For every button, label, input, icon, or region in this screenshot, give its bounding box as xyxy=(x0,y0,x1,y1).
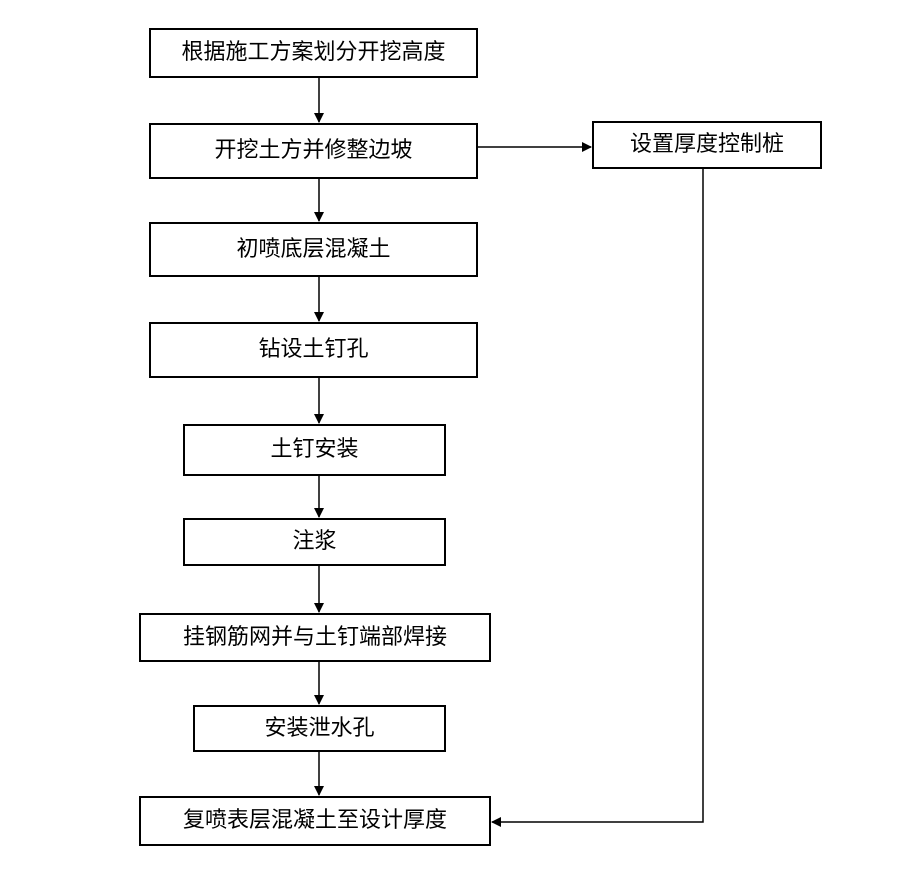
step-hang-mesh-and-weld: 挂钢筋网并与土钉端部焊接 xyxy=(139,613,491,662)
step-label: 复喷表层混凝土至设计厚度 xyxy=(182,808,447,833)
step-initial-shotcrete: 初喷底层混凝土 xyxy=(149,222,478,277)
step-label: 注浆 xyxy=(292,529,337,554)
step-label: 根据施工方案划分开挖高度 xyxy=(181,40,446,65)
step-label: 安装泄水孔 xyxy=(264,715,375,741)
step-grouting: 注浆 xyxy=(183,518,446,566)
step-label: 钻设土钉孔 xyxy=(258,337,369,362)
step-install-soil-nails: 土钉安装 xyxy=(183,424,446,476)
side-step-thickness-control-piles: 设置厚度控制桩 xyxy=(592,121,822,169)
step-drill-nail-holes: 钻设土钉孔 xyxy=(149,322,478,378)
step-excavate-and-trim-slope: 开挖土方并修整边坡 xyxy=(149,123,478,179)
step-label: 开挖土方并修整边坡 xyxy=(214,138,413,163)
step-install-drain-holes: 安装泄水孔 xyxy=(193,705,446,752)
step-label: 土钉安装 xyxy=(270,437,359,462)
arrow-side-to-step9 xyxy=(491,169,704,827)
step-label: 挂钢筋网并与土钉端部焊接 xyxy=(182,624,447,650)
step-label: 设置厚度控制桩 xyxy=(629,132,784,157)
step-label: 初喷底层混凝土 xyxy=(236,236,391,262)
step-final-shotcrete: 复喷表层混凝土至设计厚度 xyxy=(139,796,491,846)
step-divide-excavation-height: 根据施工方案划分开挖高度 xyxy=(149,28,478,78)
